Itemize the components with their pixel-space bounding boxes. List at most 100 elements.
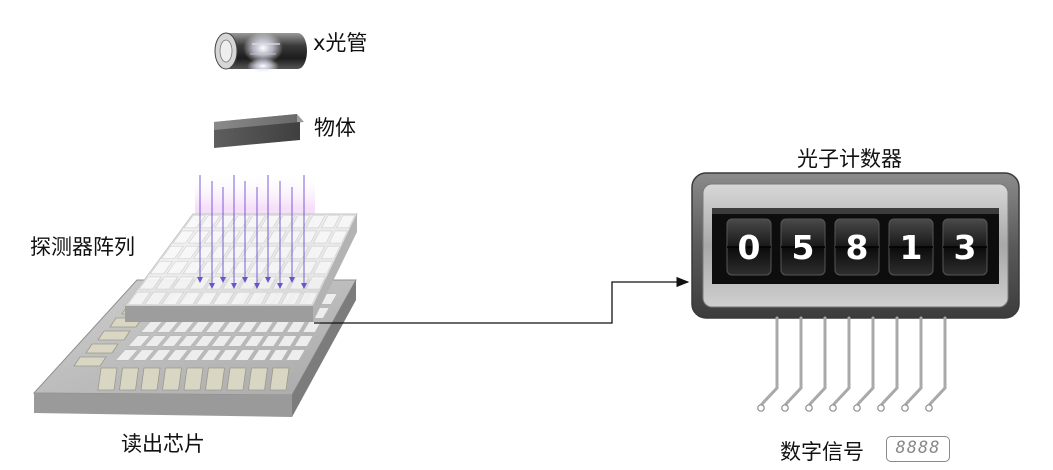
pixel-cell <box>215 261 237 275</box>
pixel-cell <box>200 349 222 361</box>
object-block <box>214 114 304 148</box>
pixel-cell <box>259 215 281 229</box>
counter-digit: 1 <box>888 218 934 276</box>
counter-output-pins <box>757 316 947 412</box>
pixel-cell <box>138 276 162 290</box>
pixel-cell <box>225 245 247 259</box>
pixel-cell <box>247 261 270 275</box>
pixel-cell <box>272 245 294 259</box>
bond-pad <box>97 367 118 391</box>
pixel-cell <box>243 335 265 347</box>
pixel-cell <box>280 261 302 275</box>
bond-pad <box>97 330 131 341</box>
pixel-cell <box>114 349 139 361</box>
pixel-cell <box>210 335 233 347</box>
object-label: 物体 <box>314 116 356 140</box>
pixel-cell <box>277 335 298 347</box>
bond-pad <box>162 367 182 391</box>
pixel-cell <box>263 291 285 305</box>
pixel-cell <box>285 349 306 361</box>
bond-pad <box>269 367 290 391</box>
bond-pad <box>119 367 139 391</box>
pixel-cell <box>229 291 252 305</box>
output-pin <box>853 316 875 412</box>
pixel-cell <box>161 245 184 259</box>
xray-tube <box>214 32 307 74</box>
counter-digit: 3 <box>942 218 988 276</box>
pixel-cell <box>161 291 185 305</box>
pixel-cell <box>160 335 184 347</box>
pixel-cell <box>188 230 211 244</box>
pixel-cell <box>127 291 151 305</box>
pixel-cell <box>148 349 172 361</box>
pixel-cell <box>268 349 289 361</box>
pixel-cell <box>238 276 261 290</box>
counter-digit-value: 1 <box>900 228 923 267</box>
pixel-cell <box>227 335 249 347</box>
bond-pad <box>140 367 161 391</box>
bond-pad <box>85 343 119 354</box>
pixel-cell <box>166 261 189 275</box>
pixel-cell <box>188 276 212 290</box>
pixel-cell <box>321 215 341 229</box>
pixel-cell <box>149 261 173 275</box>
counter-digit: 8 <box>834 218 880 276</box>
pixel-cell <box>203 230 226 244</box>
detector-array <box>124 213 358 322</box>
pixel-cell <box>214 215 236 229</box>
photon-counter-label: 光子计数器 <box>797 147 902 171</box>
pixel-cell <box>178 291 202 305</box>
pixel-cell <box>195 291 218 305</box>
pixel-cell <box>172 230 195 244</box>
pixel-cell <box>212 291 235 305</box>
pixel-cell <box>246 291 269 305</box>
output-pin <box>925 316 947 412</box>
pixel-cell <box>305 276 326 290</box>
output-pin <box>829 316 851 412</box>
pixel-cell <box>280 291 302 305</box>
pixel-cell <box>275 215 296 229</box>
pixel-cell <box>166 349 189 361</box>
chip-bond-pads <box>73 304 290 391</box>
pixel-cell <box>336 215 356 229</box>
pixel-cell <box>266 230 287 244</box>
pixel-cell <box>177 245 200 259</box>
pixel-cell <box>217 349 239 361</box>
counter-digit-value: 0 <box>738 228 761 267</box>
pixel-cell <box>251 349 273 361</box>
pixel-cell <box>313 261 334 275</box>
pixel-cell <box>177 335 200 347</box>
pixel-cell <box>183 349 206 361</box>
counter-digit: 0 <box>726 218 772 276</box>
bond-pad <box>73 356 107 367</box>
counter-digit-value: 5 <box>792 228 815 267</box>
pixel-cell <box>305 215 326 229</box>
pixel-cell <box>131 349 156 361</box>
pixel-cell <box>290 215 311 229</box>
signal-arrow <box>314 276 690 324</box>
pixel-cell <box>297 230 318 244</box>
counter-digit-value: 8 <box>846 228 869 267</box>
bond-pad <box>248 367 268 391</box>
pixel-cell <box>144 335 167 347</box>
pixel-cell <box>293 335 314 347</box>
pixel-cell <box>260 335 282 347</box>
bond-pad <box>205 367 225 391</box>
pixel-cell <box>304 245 325 259</box>
pixel-cell <box>328 230 348 244</box>
pixel-cell <box>144 291 168 305</box>
xray-tube-label: x光管 <box>313 31 368 55</box>
output-pin <box>757 316 779 412</box>
pixel-cell <box>127 335 151 347</box>
pixel-cell <box>193 245 216 259</box>
pixel-cell <box>234 349 256 361</box>
readout-chip-label: 读出芯片 <box>121 432 205 456</box>
digital-signal-label: 数字信号 <box>780 440 864 464</box>
pixel-cell <box>302 321 322 333</box>
output-pin <box>901 316 923 412</box>
pixel-cell <box>296 261 318 275</box>
